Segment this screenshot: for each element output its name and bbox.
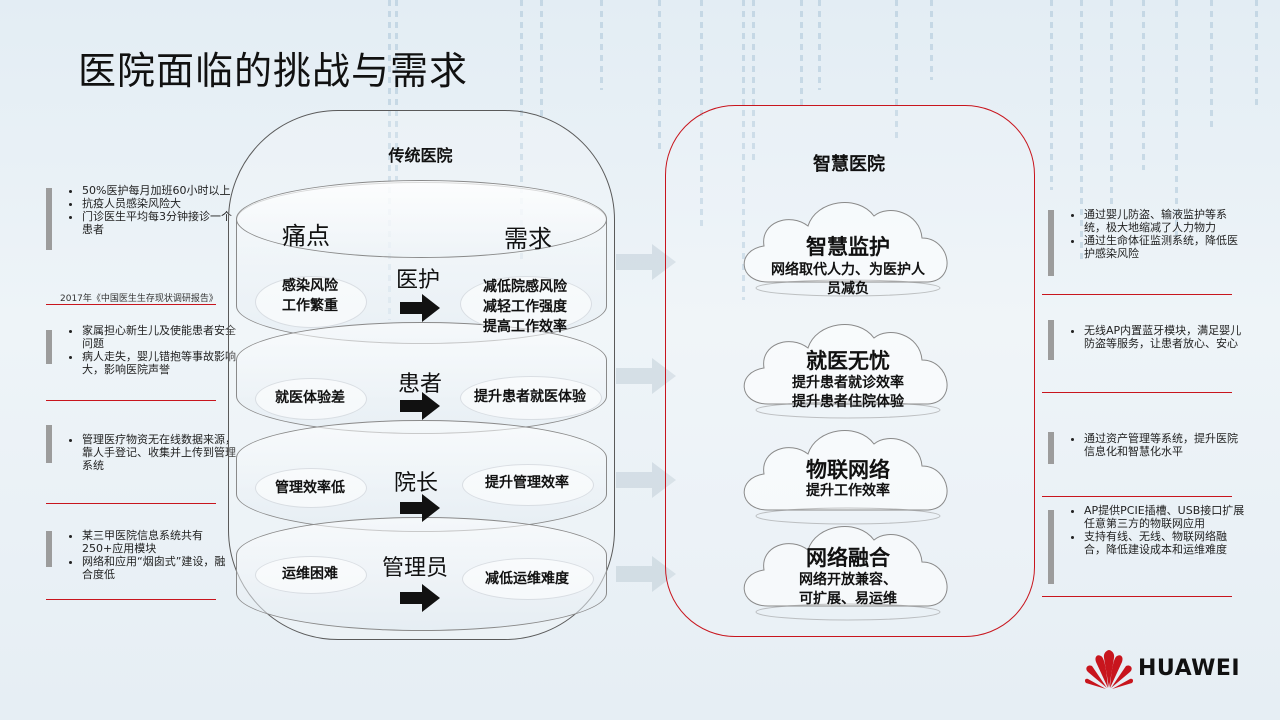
pain-label: 运维困难: [282, 566, 338, 582]
pain-ellipse: [255, 556, 367, 594]
cloud-title: 智慧监护: [806, 235, 890, 259]
note-item: 抗疫人员感染风险大: [82, 197, 236, 210]
cloud-title: 物联网络: [806, 458, 890, 482]
need-label: 提升管理效率: [485, 475, 569, 491]
need-label: 提升患者就医体验: [474, 389, 586, 405]
note-item: 无线AP内置蓝牙模块，满足婴儿防盗等服务，让患者放心、安心: [1084, 324, 1248, 350]
divider: [1042, 596, 1232, 597]
note-accent-bar: [46, 330, 52, 364]
left-note-group-3: 管理医疗物资无在线数据来源，靠人手登记、收集并上传到管理系统: [46, 425, 236, 504]
pain-label: 感染风险 工作繁重: [282, 278, 338, 314]
note-item: 50%医护每月加班60小时以上: [82, 184, 236, 197]
note-item: 管理医疗物资无在线数据来源，靠人手登记、收集并上传到管理系统: [82, 433, 236, 472]
need-ellipse: [462, 464, 594, 506]
need-label: 减低运维难度: [485, 571, 569, 587]
role-label: 管理员: [382, 556, 449, 581]
left-note-group-1: 50%医护每月加班60小时以上 抗疫人员感染风险大 门诊医生平均每3分钟接诊一个…: [46, 184, 236, 250]
pain-ellipse: [255, 276, 367, 328]
divider: [46, 400, 216, 401]
note-accent-bar: [1048, 510, 1054, 584]
cloud-shape: [743, 202, 948, 297]
left-note-group-4: 某三甲医院信息系统共有250+应用模块 网络和应用“烟囱式”建设，融合度低: [46, 529, 236, 600]
divider: [1042, 496, 1232, 497]
huawei-logo-icon: [1084, 650, 1134, 689]
right-note-group-4: AP提供PCIE插槽、USB接口扩展任意第三方的物联网应用 支持有线、无线、物联…: [1042, 504, 1248, 597]
page-title: 医院面临的挑战与需求: [78, 49, 469, 93]
pain-ellipse: [255, 468, 367, 508]
cloud-text: 提升工作效率: [806, 483, 890, 499]
right-note-group-3: 通过资产管理等系统，提升医院信息化和智慧化水平: [1042, 432, 1248, 497]
brand-name: HUAWEI: [1138, 656, 1241, 681]
source-caption: 2017年《中国医生生存现状调研报告》: [60, 294, 218, 304]
need-label: 减低院感风险 减轻工作强度 提高工作效率: [483, 279, 567, 335]
cloud-text: 网络开放兼容、 可扩展、易运维: [799, 572, 897, 607]
left-note-group-2: 家属担心新生儿及使能患者安全问题 病人走失，婴儿错抱等事故影响大，影响医院声誉: [46, 324, 236, 401]
note-item: 病人走失，婴儿错抱等事故影响大，影响医院声誉: [82, 350, 236, 376]
cloud-text: 提升患者就诊效率 提升患者住院体验: [792, 375, 904, 410]
divider: [46, 503, 216, 504]
cloud-shape: [743, 526, 948, 621]
right-note-group-2: 无线AP内置蓝牙模块，满足婴儿防盗等服务，让患者放心、安心: [1042, 320, 1248, 393]
note-accent-bar: [1048, 210, 1054, 276]
note-accent-bar: [1048, 320, 1054, 360]
note-accent-bar: [1048, 432, 1054, 464]
note-item: 通过资产管理等系统，提升医院信息化和智慧化水平: [1084, 432, 1248, 458]
cloud-title: 网络融合: [806, 546, 890, 570]
ghost-arrow-icon: [616, 358, 676, 394]
ghost-arrow-icon: [616, 556, 676, 592]
need-column-heading: 需求: [504, 225, 552, 253]
note-item: 支持有线、无线、物联网络融合，降低建设成本和运维难度: [1084, 530, 1248, 556]
pain-label: 就医体验差: [275, 390, 345, 406]
note-accent-bar: [46, 531, 52, 567]
layer-band-1-top: [236, 180, 607, 258]
right-note-group-1: 通过婴儿防盗、输液监护等系统，极大地缩减了人力物力 通过生命体征监测系统，降低医…: [1042, 208, 1248, 295]
need-ellipse: [462, 558, 594, 600]
role-label: 医护: [396, 268, 441, 293]
right-arrow-icon: [400, 584, 440, 612]
right-arrow-icon: [400, 392, 440, 420]
traditional-hospital-title: 传统医院: [388, 146, 453, 165]
cloud-title: 就医无忧: [806, 349, 890, 373]
note-item: 门诊医生平均每3分钟接诊一个患者: [82, 210, 236, 236]
divider: [46, 599, 216, 600]
divider: [1042, 392, 1232, 393]
cloud-text: 网络取代人力、为医护人 员减负: [771, 262, 925, 297]
note-item: 通过婴儿防盗、输液监护等系统，极大地缩减了人力物力: [1084, 208, 1248, 234]
need-ellipse: [460, 276, 592, 332]
smart-hospital-title: 智慧医院: [813, 154, 885, 175]
cloud-shape: [743, 324, 948, 419]
role-label: 患者: [398, 372, 443, 397]
ghost-arrow-icon: [616, 462, 676, 498]
note-item: 网络和应用“烟囱式”建设，融合度低: [82, 555, 236, 581]
divider: [1042, 294, 1232, 295]
role-label: 院长: [394, 471, 439, 496]
note-accent-bar: [46, 188, 52, 250]
need-ellipse: [460, 376, 602, 420]
note-item: 某三甲医院信息系统共有250+应用模块: [82, 529, 236, 555]
right-arrow-icon: [400, 494, 440, 522]
note-item: 通过生命体征监测系统，降低医护感染风险: [1084, 234, 1248, 260]
pain-ellipse: [255, 378, 367, 420]
ghost-arrow-icon: [616, 244, 676, 280]
divider: [46, 304, 216, 305]
note-accent-bar: [46, 425, 52, 463]
pain-column-heading: 痛点: [282, 222, 330, 250]
pain-label: 管理效率低: [275, 480, 345, 496]
cloud-shape: [743, 430, 948, 525]
right-arrow-icon: [400, 294, 440, 322]
note-item: 家属担心新生儿及使能患者安全问题: [82, 324, 236, 350]
note-item: AP提供PCIE插槽、USB接口扩展任意第三方的物联网应用: [1084, 504, 1248, 530]
